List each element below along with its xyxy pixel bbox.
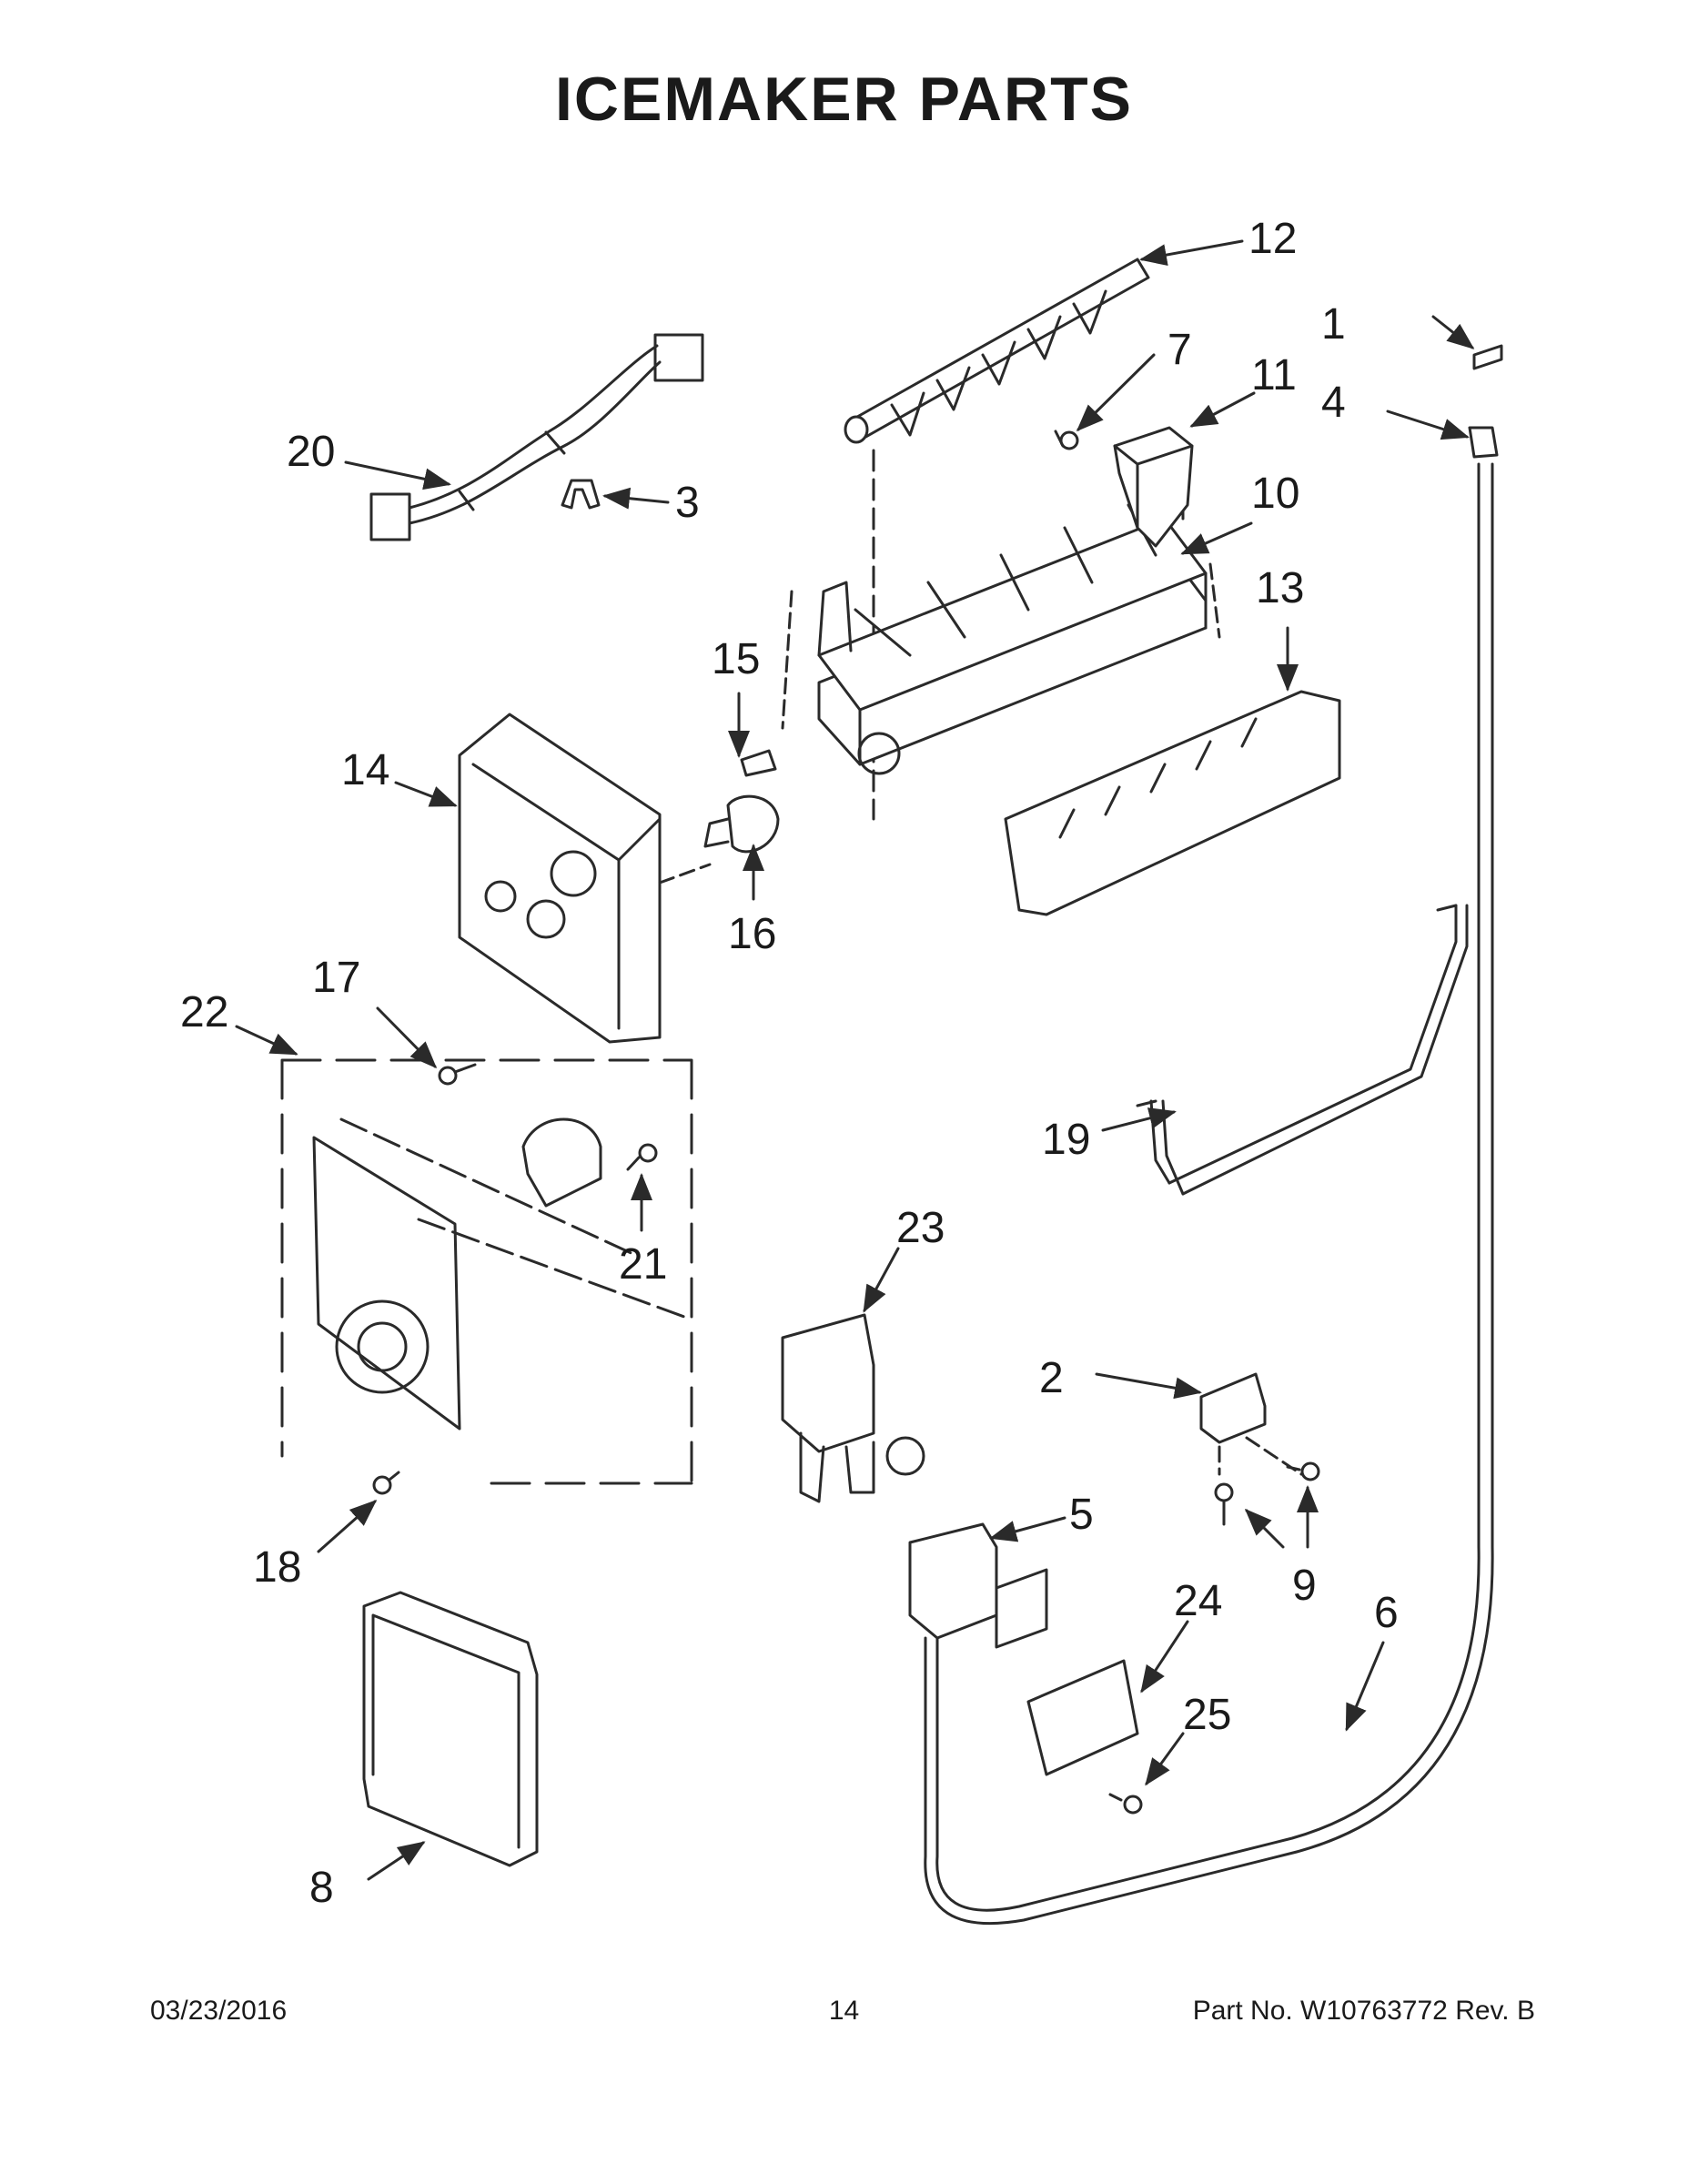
valve-bracket [1199, 1372, 1267, 1444]
control-housing [458, 713, 662, 1044]
control-module-box [280, 1058, 693, 1485]
callout-1: 1 [1321, 300, 1346, 349]
screw-7 [1054, 430, 1079, 450]
water-valve-23 [781, 1313, 925, 1503]
callout-7: 7 [1167, 326, 1192, 374]
page-title: ICEMAKER PARTS [555, 65, 1133, 134]
wire-harness [369, 333, 704, 541]
screw-25 [1108, 1793, 1143, 1815]
icemaker-cover [1004, 690, 1341, 916]
callout-4: 4 [1321, 379, 1346, 427]
footer-part-number: Part No. W10763772 Rev. B [1192, 1996, 1535, 2026]
callout-10: 10 [1251, 470, 1299, 518]
leader-arrows [235, 239, 1475, 1881]
fill-cup [1113, 426, 1194, 548]
callout-14: 14 [341, 746, 389, 794]
water-valve-5 [908, 1522, 1048, 1649]
callout-20: 20 [287, 428, 335, 476]
callout-25: 25 [1183, 1691, 1231, 1739]
screw-9 [1214, 1461, 1320, 1526]
callout-22: 22 [180, 988, 228, 1036]
callout-13: 13 [1256, 564, 1304, 612]
footer-date: 03/23/2016 [150, 1996, 288, 2026]
screw-17 [438, 1063, 477, 1086]
ejector [844, 258, 1150, 444]
callout-3: 3 [675, 479, 700, 527]
callout-6: 6 [1374, 1589, 1399, 1637]
callout-16: 16 [728, 910, 776, 958]
callout-9: 9 [1292, 1562, 1317, 1610]
callout-2: 2 [1039, 1354, 1064, 1402]
screw-18 [372, 1471, 400, 1495]
callout-23: 23 [896, 1204, 945, 1252]
valve-mounting-bracket [1026, 1659, 1139, 1776]
callout-8: 8 [309, 1864, 334, 1912]
water-supply-tube [924, 344, 1503, 1926]
callout-21: 21 [619, 1240, 667, 1289]
screw-21 [626, 1143, 658, 1171]
callout-5: 5 [1069, 1491, 1094, 1539]
fill-tube-fitting [703, 749, 780, 854]
callout-12: 12 [1248, 215, 1297, 263]
callout-11: 11 [1251, 351, 1297, 399]
callout-24: 24 [1174, 1577, 1222, 1625]
footer-page-number: 14 [828, 1996, 860, 2026]
callout-17: 17 [312, 954, 360, 1002]
callout-15: 15 [712, 635, 760, 683]
callout-18: 18 [253, 1543, 301, 1592]
cover-pad [362, 1591, 539, 1867]
fill-tube [1136, 904, 1469, 1196]
callout-19: 19 [1042, 1116, 1090, 1164]
harness-clip [561, 479, 601, 510]
